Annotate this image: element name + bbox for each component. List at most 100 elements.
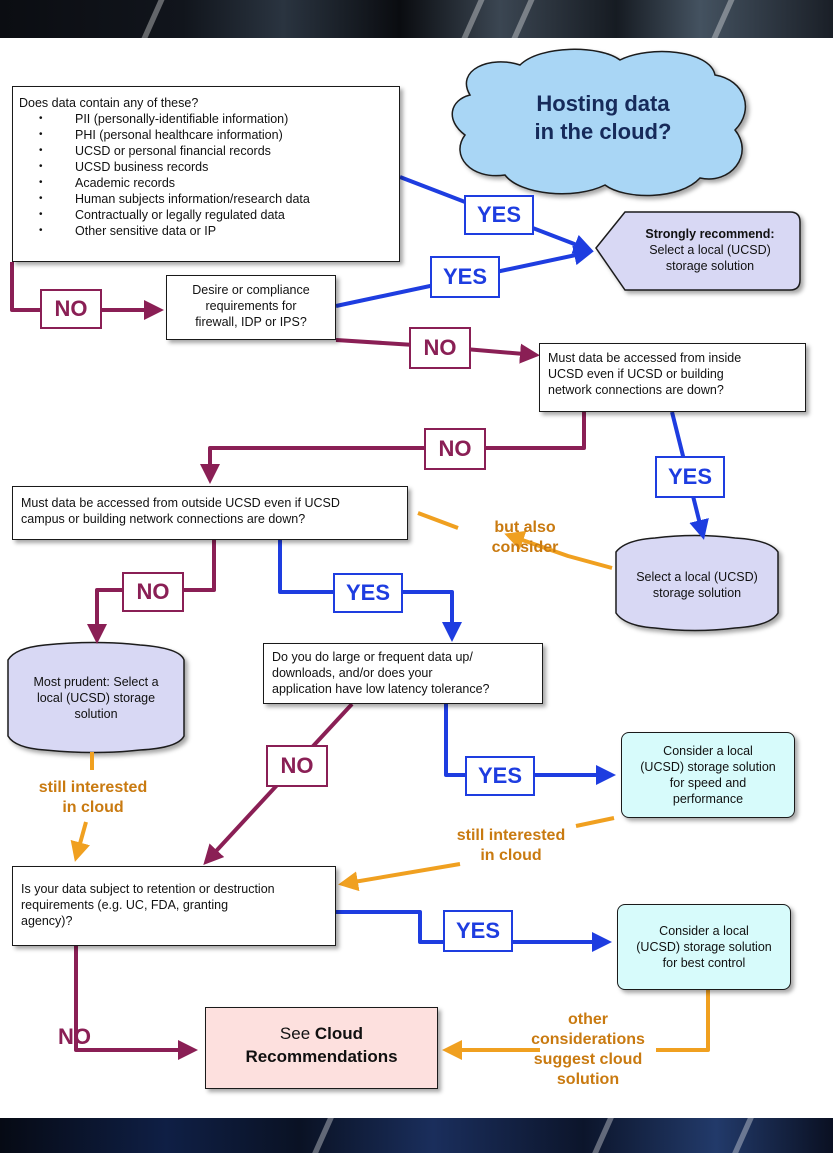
but-also-consider-note: but also consider	[470, 518, 580, 558]
storage-line: local (UCSD) storage	[36, 691, 156, 705]
no-label: NO	[40, 289, 102, 329]
no-arrow-q1-to-q2	[10, 262, 164, 320]
question-line: campus or building network connections a…	[21, 512, 306, 526]
other-considerations-note: other considerations suggest cloud solut…	[528, 1010, 648, 1090]
note-line: but also	[494, 519, 556, 536]
note-line: considerations	[531, 1031, 645, 1048]
title-cloud-shape	[451, 48, 746, 197]
storage-line: (UCSD) storage solution	[640, 760, 776, 774]
note-line: consider	[491, 539, 559, 556]
prudent-storage-box: Most prudent: Select a local (UCSD) stor…	[8, 674, 184, 722]
question-sensitive-data-box: Does data contain any of these? PII (per…	[12, 86, 400, 262]
question-line: application have low latency tolerance?	[272, 682, 490, 696]
orange-line-storage-to-but-also	[417, 511, 459, 530]
still-interested-note-right: still interested in cloud	[436, 826, 586, 866]
local-storage-cylinder-shape	[615, 534, 779, 632]
no-label: NO	[122, 572, 184, 612]
question-line: Must data be accessed from inside	[548, 351, 742, 365]
yes-label: YES	[464, 195, 534, 235]
storage-line: Most prudent: Select a	[33, 675, 159, 689]
final-bold-text: Recommendations	[245, 1047, 398, 1066]
no-label: NO	[409, 327, 471, 369]
question-line: requirements for	[205, 299, 297, 313]
question-outside-access-box: Must data be accessed from outside UCSD …	[12, 486, 408, 540]
note-line: suggest cloud	[533, 1051, 643, 1068]
note-line: still interested	[38, 779, 148, 796]
note-line: still interested	[456, 827, 566, 844]
yes-label: YES	[655, 456, 725, 498]
question-firewall-box: Desire or compliance requirements for fi…	[166, 275, 336, 340]
no-arrow-q6-to-final	[74, 946, 198, 1060]
orange-arrow-prudent-to-q6-lower	[70, 821, 90, 862]
storage-line: storage solution	[652, 586, 742, 600]
question-text: Does data contain any of these?	[19, 96, 199, 110]
yes-label: YES	[443, 910, 513, 952]
storage-line: Select a local (UCSD)	[636, 570, 758, 584]
storage-line: Consider a local	[663, 744, 753, 758]
strongly-recommend-box: Strongly recommend: Select a local (UCSD…	[622, 226, 798, 274]
question-inside-access-box: Must data be accessed from inside UCSD e…	[539, 343, 806, 412]
strongly-recommend-heading: Strongly recommend:	[645, 227, 775, 241]
cloud-recommendations-box[interactable]: See Cloud Recommendations	[205, 1007, 438, 1089]
list-item: Academic records	[39, 175, 393, 191]
footer-banner-image	[0, 1118, 833, 1153]
final-bold-text: Cloud	[314, 1024, 364, 1043]
yes-label: YES	[430, 256, 500, 298]
orange-arrow-speed-to-q6-lower	[338, 862, 461, 892]
list-item: PHI (personal healthcare information)	[39, 127, 393, 143]
question-line: Must data be accessed from outside UCSD …	[21, 496, 340, 510]
yes-label: YES	[465, 756, 535, 796]
note-line: in cloud	[62, 799, 124, 816]
question-latency-box: Do you do large or frequent data up/ dow…	[263, 643, 543, 704]
yes-arrow-q6-to-control	[336, 910, 612, 952]
no-label: NO	[266, 745, 328, 787]
strongly-recommend-shape	[595, 211, 801, 291]
yes-arrow-q5-to-speed	[444, 704, 616, 785]
speed-performance-box: Consider a local (UCSD) storage solution…	[621, 732, 795, 818]
orange-arrow-storage-to-q4	[504, 530, 613, 570]
title-line-1: Hosting data	[536, 91, 670, 116]
list-item: UCSD business records	[39, 159, 393, 175]
no-arrow-q3-to-q4	[200, 412, 586, 484]
question-retention-box: Is your data subject to retention or des…	[12, 866, 336, 946]
question-line: Desire or compliance	[192, 283, 310, 297]
question-line: requirements (e.g. UC, FDA, granting	[21, 898, 229, 912]
storage-line: Consider a local	[659, 924, 749, 938]
prudent-storage-cylinder-shape	[7, 641, 185, 754]
no-label: NO	[58, 1024, 91, 1049]
orange-arrow-control-to-final	[656, 990, 710, 1052]
question-line: Do you do large or frequent data up/	[272, 650, 473, 664]
storage-line: for best control	[662, 956, 746, 970]
question-line: downloads, and/or does your	[272, 666, 433, 680]
question-line: UCSD even if UCSD or building	[548, 367, 724, 381]
list-item: UCSD or personal financial records	[39, 143, 393, 159]
local-storage-box: Select a local (UCSD) storage solution	[616, 569, 778, 601]
final-text: See	[279, 1024, 311, 1043]
storage-line: solution	[74, 707, 118, 721]
storage-line: for speed and	[669, 776, 747, 790]
sensitive-data-list: PII (personally-identifiable information…	[19, 111, 393, 239]
list-item: Human subjects information/research data	[39, 191, 393, 207]
storage-line: performance	[672, 792, 744, 806]
title-cloud: Hosting data in the cloud?	[478, 90, 728, 146]
question-line: Is your data subject to retention or des…	[21, 882, 275, 896]
no-label: NO	[424, 428, 486, 470]
storage-line: (UCSD) storage solution	[636, 940, 772, 954]
note-line: other	[568, 1011, 608, 1028]
recommend-line: storage solution	[665, 259, 755, 273]
still-interested-note-left: still interested in cloud	[18, 778, 168, 818]
orange-arrow-speed-to-q6	[575, 816, 615, 828]
question-line: firewall, IDP or IPS?	[195, 315, 307, 329]
yes-label: YES	[333, 573, 403, 613]
list-item: Contractually or legally regulated data	[39, 207, 393, 223]
header-banner-image	[0, 0, 833, 38]
title-line-2: in the cloud?	[534, 119, 672, 144]
question-line: network connections are down?	[548, 383, 724, 397]
list-item: PII (personally-identifiable information…	[39, 111, 393, 127]
question-line: agency)?	[21, 914, 73, 928]
note-line: solution	[556, 1071, 620, 1088]
best-control-box: Consider a local (UCSD) storage solution…	[617, 904, 791, 990]
list-item: Other sensitive data or IP	[39, 223, 393, 239]
note-line: in cloud	[480, 847, 542, 864]
